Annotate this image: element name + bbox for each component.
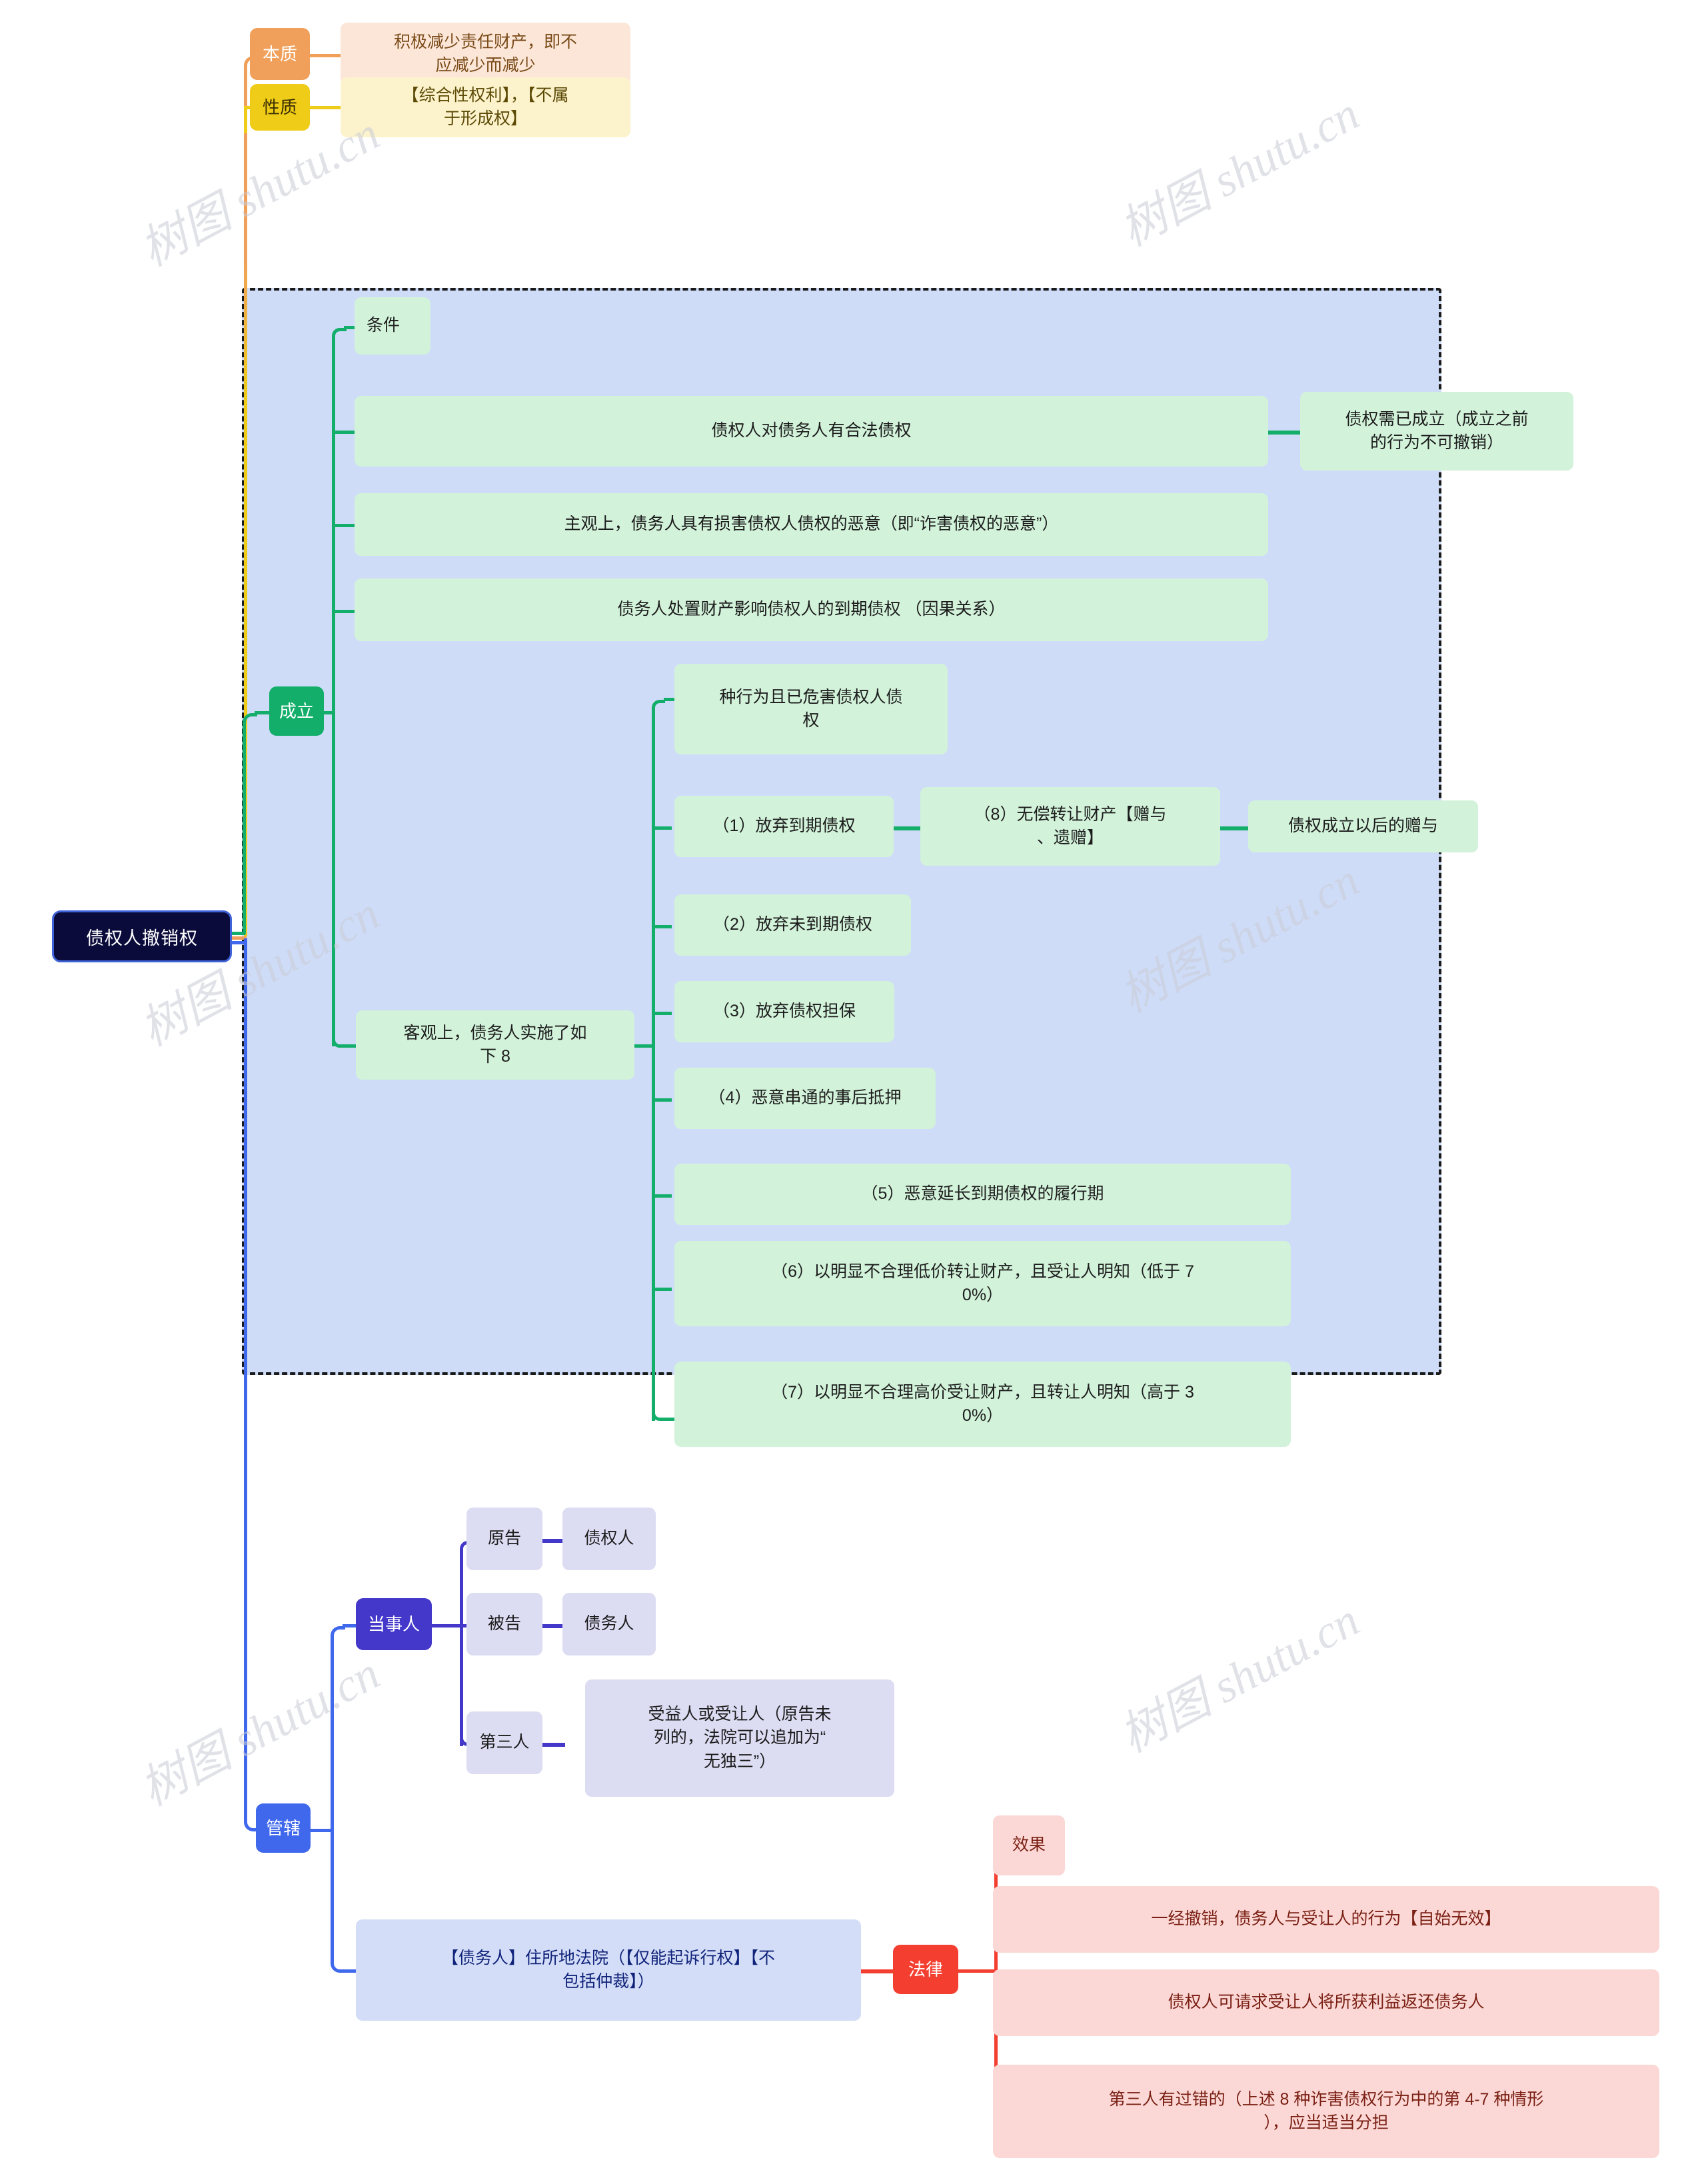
connector-stub-tiaojian [344, 326, 357, 329]
connector-xingzhi-to-text [308, 106, 341, 109]
connector-eight-spine [652, 712, 655, 1421]
list-item-4[interactable]: （4）恶意串通的事后抵押 [674, 1068, 936, 1129]
connector-court-stub [343, 1969, 357, 1973]
leaf-beigao-value[interactable]: 债务人 [562, 1593, 656, 1655]
leaf-zhaiquan-xu-chengli[interactable]: 债权需已成立（成立之前 的行为不可撤销） [1300, 392, 1573, 471]
connector-falv-out [958, 1969, 996, 1973]
list-item-6[interactable]: （6）以明显不合理低价转让财产，且受让人明知（低于 7 0%） [674, 1241, 1291, 1326]
connector-spine-orange [244, 67, 247, 936]
leaf-disanren-value[interactable]: 受益人或受让人（原告未 列的，法院可以追加为“ 无独三”） [585, 1679, 894, 1797]
leaf-disanren[interactable]: 第三人 [466, 1711, 542, 1774]
leaf-yuangao-value[interactable]: 债权人 [562, 1508, 656, 1570]
connector-elbow-xingzhi [244, 107, 259, 133]
connector-stub-keguanshang2 [344, 1044, 359, 1048]
list-item-3[interactable]: （3）放弃债权担保 [674, 981, 894, 1042]
connector-dangshiren-spine [460, 1553, 463, 1746]
connector-eight-bottom-elbow [652, 1406, 665, 1421]
branch-node-xingzhi[interactable]: 性质 [250, 84, 310, 131]
leaf-zhuguan-eyi[interactable]: 主观上，债务人具有损害债权人债权的恶意（即“诈害债权的恶意”） [355, 493, 1268, 556]
connector-eight-stub-1 [652, 826, 672, 830]
connector-court-to-falv [861, 1969, 893, 1973]
connector-root-to-guanxia [232, 941, 247, 944]
branch-node-dangshiren[interactable]: 当事人 [356, 1598, 432, 1650]
connector-root-to-chengli [232, 932, 245, 935]
list-item-7[interactable]: （7）以明显不合理高价受让财产，且转让人明知（高于 3 0%） [674, 1362, 1291, 1447]
watermark: 树图 shutu.cn [1112, 88, 1367, 257]
connector-eight-stub-0 [664, 698, 674, 701]
connector-beigao-to-zhaiwuren [542, 1624, 562, 1628]
connector-eight-stub-3 [652, 1012, 672, 1015]
connector-dangshiren-out [432, 1624, 462, 1628]
connector-guanxia-to-dangshiren [343, 1624, 359, 1628]
leaf-yuangao[interactable]: 原告 [466, 1508, 542, 1570]
watermark: 树图 shutu.cn [1112, 1594, 1367, 1763]
connector-keguan-out [634, 1044, 654, 1048]
list-item-8[interactable]: （8）无偿转让财产【赠与 、遗赠】 [920, 787, 1220, 866]
connector-chengli-stub [255, 711, 271, 714]
connector-guanxia-out [311, 1829, 332, 1832]
connector-elbow-guanxia [244, 938, 260, 1831]
connector-item1-to-item8 [894, 826, 920, 830]
branch-node-falv[interactable]: 法律 [893, 1945, 958, 1994]
connector-stub-zhuguanshang [332, 524, 357, 527]
list-item-head[interactable]: 种行为且已危害债权人债 权 [674, 664, 948, 754]
connector-chengli-child-tiaojian [332, 328, 347, 343]
connector-eight-stub-6 [652, 1288, 672, 1291]
connector-hefazhaiquan-to-chengli [1268, 431, 1300, 435]
connector-eight-stub-4 [652, 1098, 672, 1102]
leaf-beigao[interactable]: 被告 [466, 1593, 542, 1655]
leaf-court-jurisdiction[interactable]: 【债务人】住所地法院（【仅能起诉行权】【不 包括仲裁】） [356, 1919, 861, 2021]
leaf-keguan-shang[interactable]: 客观上，债务人实施了如 下 8 [356, 1010, 634, 1080]
connector-stub-keguanshang [332, 1030, 347, 1048]
list-item-2[interactable]: （2）放弃未到期债权 [674, 894, 911, 956]
connector-root-to-benzhi [232, 936, 247, 940]
leaf-hefa-zhaiquan[interactable]: 债权人对债务人有合法债权 [355, 396, 1268, 467]
leaf-xiaoguo[interactable]: 效果 [993, 1815, 1065, 1875]
connector-stub-hefazhaiquan [332, 431, 357, 434]
branch-node-chengli[interactable]: 成立 [269, 686, 324, 736]
connector-yuangao-to-zhaiquanren [542, 1539, 562, 1543]
root-node[interactable]: 债权人撤销权 [52, 910, 232, 962]
connector-elbow-chengli [243, 713, 257, 934]
list-item-1[interactable]: （1）放弃到期债权 [674, 796, 894, 857]
connector-eight-stub-7 [664, 1418, 674, 1421]
connector-eight-stub-2 [652, 925, 672, 928]
leaf-benzhi-detail[interactable]: 积极减少责任财产，即不 应减少而减少 [341, 23, 630, 85]
leaf-falv-effect-1[interactable]: 一经撤销，债务人与受让人的行为【自始无效】 [993, 1886, 1659, 1953]
connector-stub-chuzhicaichan [332, 610, 357, 613]
connector-eight-stub-5 [652, 1194, 672, 1198]
connector-item8-to-zengyu [1220, 826, 1248, 830]
leaf-xingzhi-detail[interactable]: 【综合性权利】，【不属 于形成权】 [341, 77, 630, 137]
branch-node-guanxia[interactable]: 管辖 [256, 1803, 311, 1853]
leaf-chuzhi-caichan[interactable]: 债务人处置财产影响债权人的到期债权 （因果关系） [355, 578, 1268, 641]
list-item-8-detail[interactable]: 债权成立以后的赠与 [1248, 800, 1478, 852]
connector-benzhi-to-text [310, 54, 342, 57]
list-item-5[interactable]: （5）恶意延长到期债权的履行期 [674, 1164, 1291, 1225]
connector-guanxia-subspine [331, 1626, 345, 1833]
connector-eight-top-elbow [652, 700, 665, 714]
connector-guanxia-to-court [331, 1829, 345, 1973]
leaf-falv-effect-3[interactable]: 第三人有过错的（上述 8 种诈害债权行为中的第 4-7 种情形 ），应当适当分担 [993, 2065, 1659, 2158]
leaf-tiaojian[interactable]: 条件 [355, 297, 430, 355]
connector-chengli-spine [332, 340, 335, 1046]
connector-disanren-to-shouyiren [542, 1743, 565, 1747]
branch-node-benzhi[interactable]: 本质 [250, 28, 310, 80]
leaf-falv-effect-2[interactable]: 债权人可请求受让人将所获利益返还债务人 [993, 1969, 1659, 2036]
